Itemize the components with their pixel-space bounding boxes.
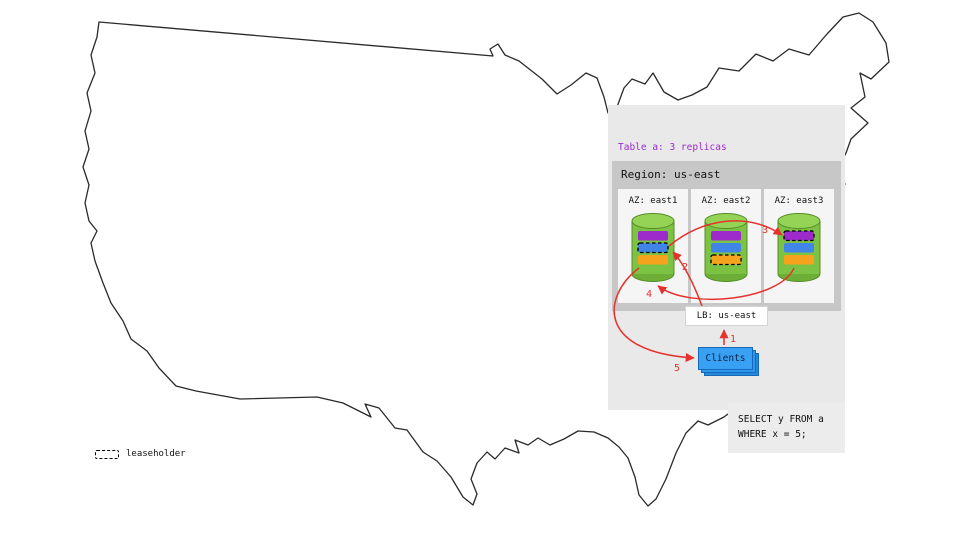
db-node-east3	[777, 213, 821, 282]
clients-front: Clients	[698, 347, 753, 370]
db-node-east1	[631, 213, 675, 282]
leaseholder-swatch-icon	[95, 449, 119, 459]
region-box: Region: us-east AZ: east1	[612, 161, 841, 311]
az-east3: AZ: east3	[764, 189, 834, 303]
replica-index-a-leaseholder	[637, 242, 669, 254]
clients-label: Clients	[705, 353, 746, 364]
load-balancer: LB: us-east	[685, 306, 768, 326]
replica-table-b	[784, 255, 814, 265]
az-east2: AZ: east2	[691, 189, 761, 303]
replica-index-a	[784, 243, 814, 253]
db-node-east2	[704, 213, 748, 282]
sql-query-box: SELECT y FROM a WHERE x = 5;	[728, 403, 845, 453]
replica-index-a	[711, 243, 741, 253]
legend-table-a: Table a: 3 replicas	[618, 142, 727, 153]
replica-table-b-leaseholder	[710, 254, 742, 266]
region-title: Region: us-east	[621, 168, 721, 181]
topology-panel: Table a: 3 replicas Index a: 3 replicas …	[608, 105, 845, 410]
clients-box: Clients	[698, 347, 762, 379]
replica-table-a	[638, 231, 668, 241]
replica-table-a-leaseholder	[783, 230, 815, 242]
replica-table-b	[638, 255, 668, 265]
replica-table-a	[711, 231, 741, 241]
az-east3-label: AZ: east3	[774, 196, 824, 206]
az-east2-label: AZ: east2	[701, 196, 751, 206]
sql-line-2: WHERE x = 5;	[738, 429, 807, 440]
leaseholder-legend-label: leaseholder	[126, 449, 186, 459]
sql-line-1: SELECT y FROM a	[738, 414, 824, 425]
az-east1-label: AZ: east1	[628, 196, 678, 206]
leaseholder-legend: leaseholder	[95, 449, 186, 459]
az-east1: AZ: east1	[618, 189, 688, 303]
az-row: AZ: east1 AZ: east2	[618, 189, 834, 303]
us-outline-path	[82, 12, 890, 507]
